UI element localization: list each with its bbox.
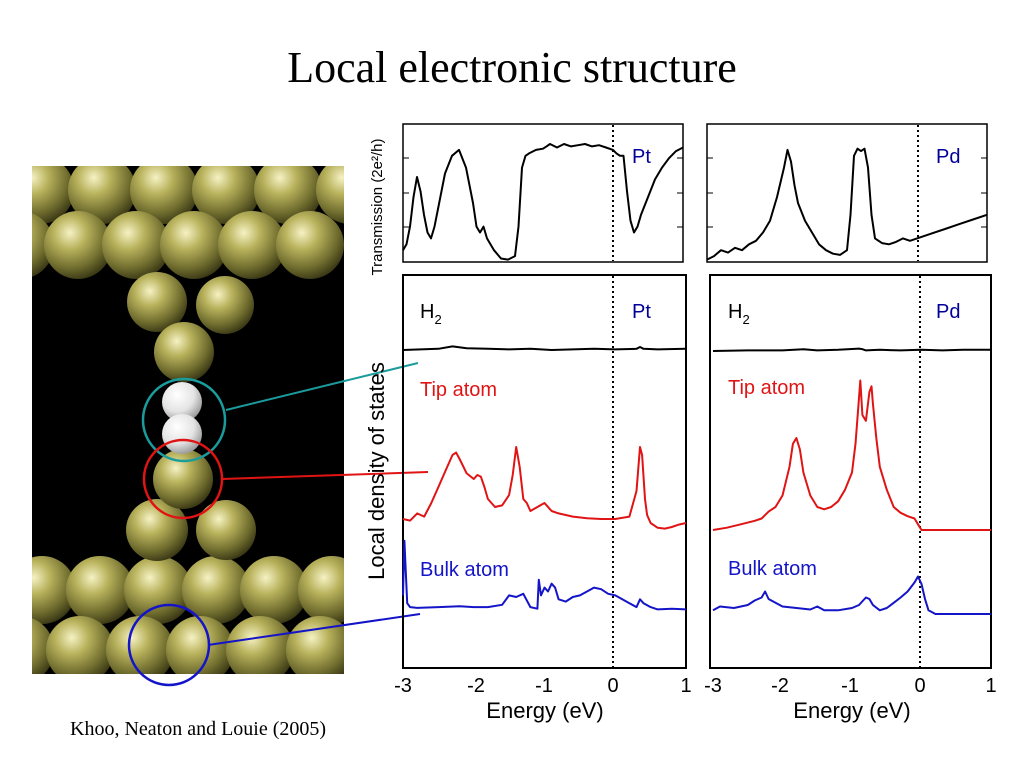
pt-h2-label: H2 (420, 301, 442, 327)
ldos-pt-series-2 (402, 539, 687, 611)
gold-atom (124, 556, 192, 624)
gold-atom (286, 616, 344, 674)
pd-transmission-label: Pd (936, 146, 960, 168)
pt-transmission-label: Pt (632, 146, 651, 168)
fermi-level-lines (612, 125, 921, 667)
tip-gold-atom (153, 449, 213, 509)
citation: Khoo, Neaton and Louie (2005) (70, 718, 327, 740)
x-tick-labels: -3 -2 -1 0 1 -3 -2 -1 0 1 (394, 675, 996, 697)
gold-atom (106, 616, 174, 674)
gold-atom (127, 272, 187, 332)
tip-highlight-circle (142, 438, 224, 520)
pd-tick-label: -3 (704, 675, 722, 697)
gold-atom (130, 166, 198, 224)
hydrogen-atom (162, 414, 202, 454)
gold-atom (102, 211, 170, 279)
gold-atom (240, 556, 308, 624)
hydrogen-atom (162, 382, 202, 422)
annotation-connectors (127, 362, 429, 687)
pt-tick-label: 1 (680, 675, 691, 697)
pd-bulk-atom-label: Bulk atom (728, 558, 817, 580)
pt-transmission-panel (402, 123, 684, 263)
pt-tick-label: -2 (467, 675, 485, 697)
gold-atom (66, 556, 134, 624)
gold-atom (126, 499, 188, 561)
pt-tick-label: -3 (394, 675, 412, 697)
gold-atom (160, 211, 228, 279)
gold-atom (316, 166, 344, 224)
ldos-y-label: Local density of states (364, 362, 389, 580)
bulk-connector-line (207, 613, 421, 646)
ldos-pt-series-1 (402, 446, 687, 530)
gold-atom (196, 276, 254, 334)
ldos-pt-series-0 (402, 345, 687, 351)
transmission-pd-series-0 (706, 147, 988, 261)
pt-tick-label: 0 (607, 675, 618, 697)
pd-tick-label: -2 (771, 675, 789, 697)
plot-series-layer (402, 143, 991, 615)
gold-atom (166, 616, 234, 674)
slide-title: Local electronic structure (287, 43, 737, 92)
pt-ldos-label: Pt (632, 301, 651, 323)
gold-atom (276, 211, 344, 279)
pd-tick-label: 1 (985, 675, 996, 697)
gold-atom (196, 500, 256, 560)
gold-atom (68, 166, 136, 224)
h2-connector-line (225, 362, 419, 411)
gold-atom (46, 616, 114, 674)
gold-atom (32, 166, 74, 224)
pt-bulk-atom-label: Bulk atom (420, 559, 509, 581)
transmission-y-ticks (403, 157, 987, 228)
pd-ldos-panel (709, 274, 992, 669)
pd-tick-label: 0 (914, 675, 925, 697)
ldos-pd-series-2 (712, 575, 991, 615)
pt-tick-label: -1 (535, 675, 553, 697)
atomic-structure-image (32, 166, 344, 674)
pd-x-axis-label: Energy (eV) (793, 698, 910, 723)
pt-x-axis-label: Energy (eV) (486, 698, 603, 723)
pt-ldos-panel (402, 274, 687, 669)
pd-tick-label: -1 (841, 675, 859, 697)
gold-atom (32, 556, 76, 624)
gold-atom (254, 166, 322, 224)
gold-atom (192, 166, 260, 224)
gold-atom (226, 616, 294, 674)
transmission-pt-series-0 (402, 143, 684, 261)
gold-atom (154, 322, 214, 382)
transmission-y-label: Transmission (2e²/h) (369, 139, 386, 276)
gold-atom (298, 556, 344, 624)
ldos-pd-series-1 (712, 379, 991, 531)
ldos-pd-series-0 (712, 347, 991, 352)
gold-atom (218, 211, 286, 279)
h2-highlight-circle (141, 377, 227, 463)
pd-ldos-label: Pd (936, 301, 960, 323)
pd-tip-atom-label: Tip atom (728, 377, 805, 399)
pd-h2-label: H2 (728, 301, 750, 327)
gold-atom (182, 556, 250, 624)
tip-connector-line (221, 471, 429, 480)
gold-atom (44, 211, 112, 279)
pt-tip-atom-label: Tip atom (420, 379, 497, 401)
bulk-highlight-circle (127, 603, 211, 687)
